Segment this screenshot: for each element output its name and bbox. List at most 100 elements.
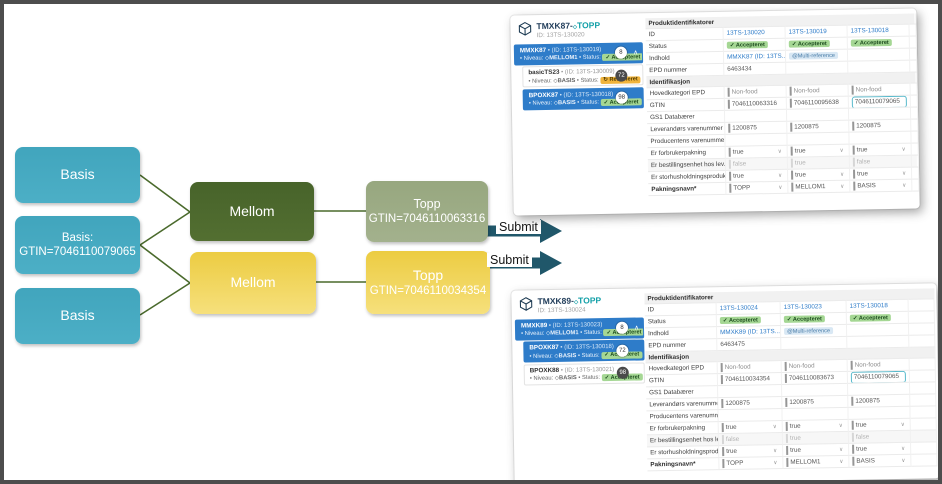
connector-basis2-mellom2 <box>139 244 191 284</box>
cell-indhold-col2 <box>847 48 911 62</box>
cell-stub <box>909 370 936 383</box>
sidebar-item-bpoxk88[interactable]: BPOXK88 • (ID: 13TS-130021)• Niveau: ◇BA… <box>523 361 645 386</box>
cell-status-col2: ✓ Accepteret <box>847 36 910 50</box>
item-title: MMXK89 • (ID: 13TS-130023) <box>520 321 603 330</box>
cell-stub <box>909 48 918 61</box>
cell-pakningsnavn-col2[interactable]: BASIS∨ <box>850 179 913 193</box>
cell-indhold-col2 <box>846 323 910 337</box>
select-field: true∨ <box>785 420 845 431</box>
topp-box-2: Topp GTIN=7046110034354 <box>366 251 490 314</box>
select-field: true∨ <box>852 443 908 454</box>
sidebar-item-mmxk89[interactable]: MMXK89 • (ID: 13TS-130023)• Niveau: ◇MEL… <box>514 316 645 341</box>
input-field: 7046110079065 <box>851 95 907 109</box>
topp-label: Topp <box>413 196 441 211</box>
cell-pakningsnavn-col2[interactable]: BASIS∨ <box>849 454 912 468</box>
sidebar-item-bpoxk87[interactable]: BPOXK87 • (ID: 13TS-130018)• Niveau: ◇BA… <box>523 339 645 363</box>
input-field: Non-food <box>727 86 783 97</box>
cell-epd-nummer-col0: 6463475 <box>717 338 782 352</box>
chevron-up-icon[interactable]: ∧ <box>633 49 639 57</box>
cell-gtin-col0[interactable]: 7046110034354 <box>717 373 783 387</box>
cell-hovedkategori-epd-col2[interactable]: Non-food <box>847 358 910 372</box>
cell-leverand-rs-varenummer-col0[interactable]: 1200875 <box>718 397 783 411</box>
topp-box-1: Topp GTIN=7046110063316 <box>366 181 488 242</box>
cell-indhold-col0[interactable]: MMXK87 (ID: 13TS...8 <box>723 50 787 64</box>
app-screenshot-tmxk87: TMXK87-◇TOPP ID: 13TS-130020 MMXK87 • (I… <box>510 8 920 216</box>
panel-header: TMXK87-◇TOPP ID: 13TS-130020 <box>517 20 600 39</box>
cell-id-col0[interactable]: 13TS-130020 <box>723 26 786 40</box>
cell-er-forbrukerpakning-col2[interactable]: true∨ <box>849 143 912 157</box>
cell-stub <box>911 143 919 156</box>
cell-hovedkategori-epd-col0[interactable]: Non-food <box>724 85 787 99</box>
cell-er-storhusholdningsprodukt-col0[interactable]: true∨ <box>726 169 789 183</box>
select-field: true∨ <box>729 170 785 181</box>
select-field: true∨ <box>786 444 846 455</box>
sidebar-item-bpoxk87[interactable]: BPOXK87 • (ID: 13TS-130018)• Niveau: ◇BA… <box>522 86 644 110</box>
cell-gtin-col2[interactable]: 7046110079065 <box>848 95 911 109</box>
cell-indhold-col0[interactable]: MMXK89 (ID: 13TS...8 <box>716 326 782 340</box>
cell-er-forbrukerpakning-col1[interactable]: true∨ <box>787 144 850 158</box>
chevron-down-icon: ∨ <box>839 458 844 465</box>
input-field: Non-food <box>850 359 906 370</box>
cell-leverand-rs-varenummer-col0[interactable]: 1200875 <box>725 121 788 135</box>
cell-er-forbrukerpakning-col0[interactable]: true∨ <box>725 145 788 159</box>
cell-pakningsnavn-col0[interactable]: TOPP∨ <box>726 181 789 195</box>
cell-er-forbrukerpakning-col2[interactable]: true∨ <box>848 418 911 432</box>
chevron-down-icon: ∨ <box>839 147 844 154</box>
cell-leverand-rs-varenummer-col2[interactable]: 1200875 <box>848 394 911 408</box>
cell-pakningsnavn-col1[interactable]: MELLOM1∨ <box>788 180 851 194</box>
cell-id-col0[interactable]: 13TS-130024 <box>716 302 781 316</box>
cell-id-col1[interactable]: 13TS-130019 <box>785 25 848 39</box>
cell-gtin-col1[interactable]: 7046110095638 <box>786 96 849 110</box>
cell-stub <box>911 131 919 144</box>
panel-header: TMXK89-◇TOPP ID: 13TS-130024 <box>518 295 601 314</box>
cell-stub <box>910 107 919 120</box>
status-badge: ✓ Accepteret <box>719 316 761 325</box>
cell-er-storhusholdningsprodukt-col2[interactable]: true∨ <box>849 442 912 456</box>
input-field: 1200875 <box>790 121 846 132</box>
cell-gtin-col0[interactable]: 7046110063316 <box>724 97 787 111</box>
select-field: true∨ <box>851 419 907 430</box>
cell-er-storhusholdningsprodukt-col2[interactable]: true∨ <box>850 167 913 181</box>
page-id: ID: 13TS-130020 <box>536 31 585 40</box>
sidebar-item-basicts23[interactable]: basicTS23 • (ID: 13TS-130009)• Niveau: ◇… <box>522 64 644 88</box>
cell-pakningsnavn-col1[interactable]: MELLOM1∨ <box>783 455 850 470</box>
cell-gs1-datab-rer-col1 <box>786 108 850 122</box>
cell-stub <box>911 119 919 132</box>
item-title: BPOXK88 • (ID: 13TS-130021) <box>529 366 615 374</box>
submit-label-1: Submit <box>496 220 541 234</box>
cell-id-col2[interactable]: 13TS-130018 <box>847 24 910 38</box>
cell-hovedkategori-epd-col2[interactable]: Non-food <box>848 83 911 97</box>
topp-label: Topp <box>412 266 444 283</box>
cell-producentens-varenummer-col1 <box>787 132 850 146</box>
cell-status-col2: ✓ Accepteret <box>846 311 909 325</box>
cell-er-storhusholdningsprodukt-col0[interactable]: true∨ <box>719 445 784 459</box>
mellom-box-2: Mellom <box>190 252 316 314</box>
input-field: Non-food <box>789 85 845 96</box>
input-field: 7046110063316 <box>727 98 783 109</box>
chevron-up-icon[interactable]: ∧ <box>634 324 640 332</box>
cell-leverand-rs-varenummer-col2[interactable]: 1200875 <box>849 119 912 133</box>
chevron-down-icon: ∨ <box>778 172 783 179</box>
input-field: 1200875 <box>852 120 908 131</box>
cell-stub <box>911 442 938 455</box>
select-field: MELLOM1∨ <box>791 181 847 192</box>
cell-er-forbrukerpakning-col0[interactable]: true∨ <box>718 421 783 435</box>
cell-stub <box>911 454 938 467</box>
cell-gtin-col2[interactable]: 7046110079065 <box>847 370 910 384</box>
cell-leverand-rs-varenummer-col1[interactable]: 1200875 <box>787 120 850 134</box>
cell-er-bestillingsenhet-hos-lev-col2: false <box>848 430 912 444</box>
cell-hovedkategori-epd-col0[interactable]: Non-food <box>717 361 782 375</box>
mellom-box-1: Mellom <box>190 182 314 241</box>
chevron-down-icon: ∨ <box>839 446 844 453</box>
status-badge: ✓ Accepteret <box>788 39 830 48</box>
cell-er-storhusholdningsprodukt-col1[interactable]: true∨ <box>788 168 851 182</box>
cell-hovedkategori-epd-col1[interactable]: Non-food <box>786 84 849 98</box>
readonly-field: false <box>851 431 908 442</box>
input-field: 1200875 <box>785 396 845 407</box>
input-field: 7046110095638 <box>789 97 845 108</box>
input-field: Non-food <box>851 84 907 95</box>
cell-pakningsnavn-col0[interactable]: TOPP∨ <box>719 457 784 471</box>
cell-id-col2[interactable]: 13TS-130018 <box>846 299 909 313</box>
sidebar-item-mmxk87[interactable]: MMXK87 • (ID: 13TS-130019)• Niveau: ◇MEL… <box>513 41 644 65</box>
chevron-down-icon: ∨ <box>778 184 783 191</box>
